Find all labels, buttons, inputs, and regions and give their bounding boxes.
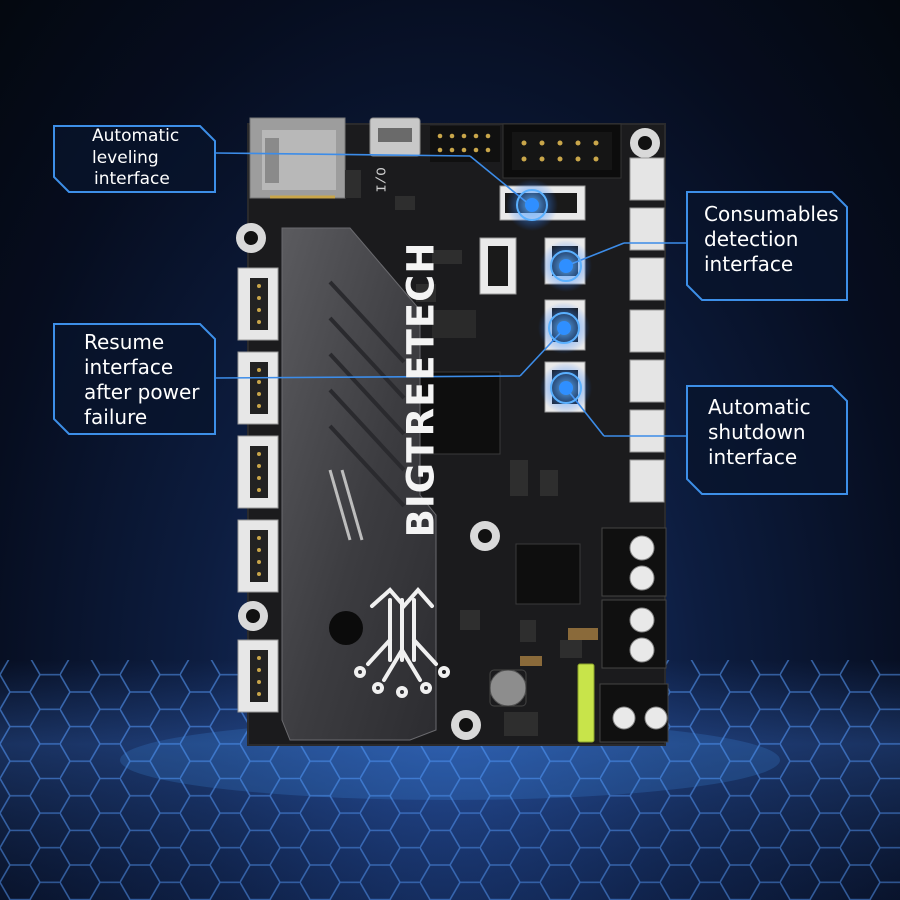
board-brand: BIGTREETECH — [399, 241, 443, 538]
glow-markers — [506, 179, 592, 414]
callout-line: Consumables — [704, 202, 839, 226]
bigtreetech-tree-logo — [354, 586, 450, 698]
callout-box-auto-leveling — [53, 125, 216, 193]
right-connectors — [629, 157, 665, 503]
power-terminals — [599, 527, 669, 743]
callout-line: after power — [84, 380, 200, 404]
callout-auto-shutdown: Automatic shutdown interface — [708, 395, 811, 470]
left-motor-connectors — [237, 267, 279, 713]
sd-card-slot — [249, 117, 346, 199]
mcu-chip — [419, 371, 501, 455]
callout-line: interface — [704, 252, 794, 276]
callout-box-auto-shutdown — [686, 385, 848, 495]
callout-auto-leveling: Automatic leveling interface — [92, 126, 179, 191]
callout-line: leveling — [92, 147, 159, 168]
callout-line: detection — [704, 227, 799, 251]
callout-line: Automatic — [92, 126, 180, 146]
callout-line: interface — [708, 445, 798, 469]
callout-line: Automatic — [708, 395, 811, 419]
marker-resume[interactable] — [538, 302, 590, 354]
smd-components — [345, 170, 582, 736]
callout-consumables-detection: Consumables detection interface — [704, 202, 839, 277]
silkscreen-io: I/O — [374, 167, 391, 193]
marker-auto-leveling[interactable] — [506, 179, 558, 231]
callout-box-consumables — [686, 191, 848, 301]
callout-box-resume — [53, 323, 216, 435]
marker-auto-shutdown[interactable] — [540, 362, 592, 414]
controller-board — [236, 117, 669, 746]
marker-consumables[interactable] — [540, 240, 592, 292]
callout-resume-after-power-failure: Resume interface after power failure — [84, 330, 200, 430]
callout-line: Resume — [84, 330, 165, 354]
callout-line: shutdown — [708, 420, 806, 444]
mounting-holes — [236, 128, 660, 740]
callout-boxes — [53, 125, 848, 495]
callout-line: interface — [94, 169, 170, 189]
callout-line: interface — [84, 355, 174, 379]
callout-line: failure — [84, 405, 148, 429]
inductor — [489, 669, 527, 707]
exp-header — [502, 123, 622, 179]
fuse — [577, 663, 595, 743]
heatsink — [281, 227, 450, 741]
